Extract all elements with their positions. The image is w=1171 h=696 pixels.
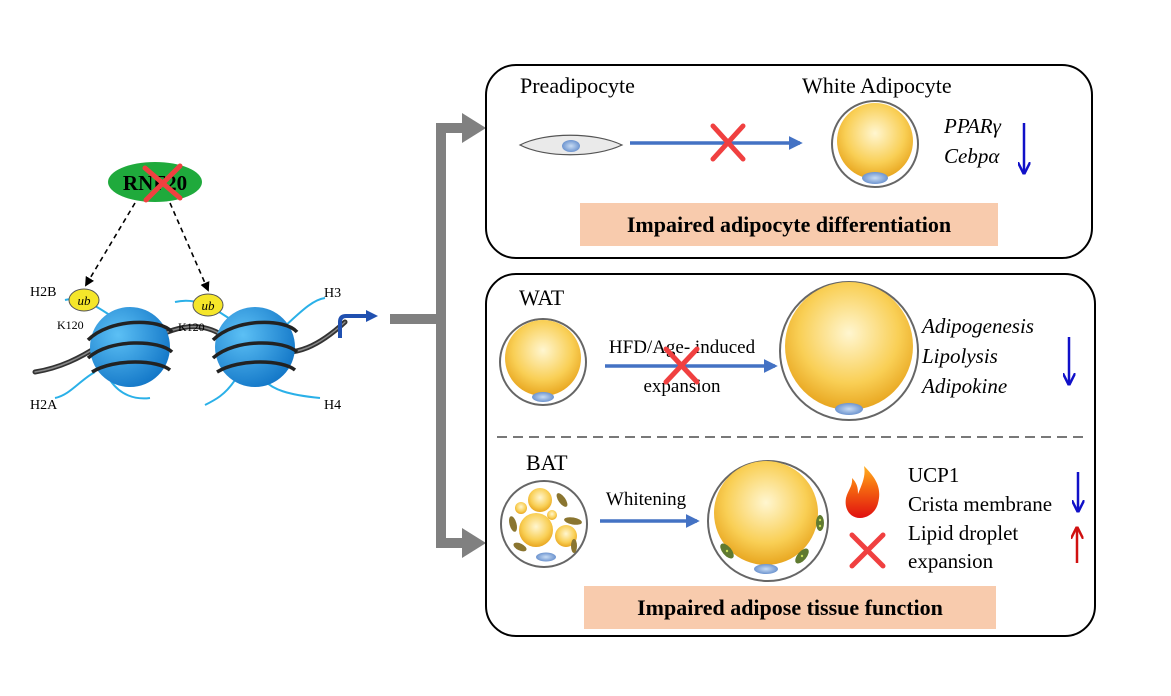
ubiquitination-arrows [85, 202, 210, 292]
gene-ppar: PPARγ [943, 114, 1002, 138]
wat-effect-adipogenesis: Adipogenesis [920, 314, 1034, 338]
ub-tag-1: ub [68, 288, 100, 312]
banner-differentiation [580, 203, 998, 246]
wat-arrow-text-2: expansion [643, 376, 721, 397]
white-adipocyte-cell-icon [831, 100, 919, 188]
k120-label-1: K120 [57, 318, 84, 332]
h2b-label: H2B [30, 285, 56, 300]
loss-cross-icon [849, 532, 886, 569]
k120-label-2: K120 [178, 320, 205, 334]
branch-arrow [390, 113, 486, 558]
banner-tissue-function [584, 586, 996, 629]
thermogenesis-flame-icon [845, 466, 880, 518]
transcription-arrow-icon [338, 314, 368, 338]
bat-effect-expansion: expansion [908, 549, 994, 573]
wat-effect-lipolysis: Lipolysis [921, 344, 998, 368]
wat-small-cell-icon [499, 318, 587, 406]
wat-label: WAT [519, 285, 565, 310]
nucleosome-1 [86, 307, 174, 387]
preadipocyte-cell-icon [518, 134, 624, 156]
h4-label: H4 [324, 398, 341, 413]
blocked-cross-icon [710, 123, 746, 162]
bat-label: BAT [526, 450, 568, 475]
wat-large-cell-icon [779, 281, 919, 421]
h3-label: H3 [324, 286, 341, 301]
h2a-label: H2A [30, 398, 58, 413]
banner-differentiation-text: Impaired adipocyte differentiation [627, 212, 951, 237]
rnf20-enzyme: RNF20 [108, 162, 202, 203]
banner-tissue-function-text: Impaired adipose tissue function [637, 595, 943, 620]
svg-text:ub: ub [202, 298, 216, 313]
whitened-bat-cell-icon [707, 460, 829, 582]
wat-effect-adipokine: Adipokine [920, 374, 1007, 398]
wat-arrow-text-1: HFD/Age- induced [609, 337, 756, 358]
ub-tag-2: ub [192, 293, 224, 317]
rnf20-knockout-cross-icon [142, 163, 183, 203]
white-adipocyte-label: White Adipocyte [802, 73, 952, 98]
bat-effect-crista: Crista membrane [908, 492, 1052, 516]
gene-cebp: Cebpα [944, 144, 1000, 168]
bat-arrow-text: Whitening [606, 489, 687, 510]
nucleosome-2 [211, 307, 299, 387]
bat-effect-lipid: Lipid droplet [908, 521, 1018, 545]
bat-effect-ucp1: UCP1 [908, 463, 959, 487]
svg-text:ub: ub [78, 293, 92, 308]
preadipocyte-label: Preadipocyte [520, 73, 635, 98]
expansion-cross-icon [663, 346, 700, 385]
bat-cell-icon [500, 480, 588, 568]
